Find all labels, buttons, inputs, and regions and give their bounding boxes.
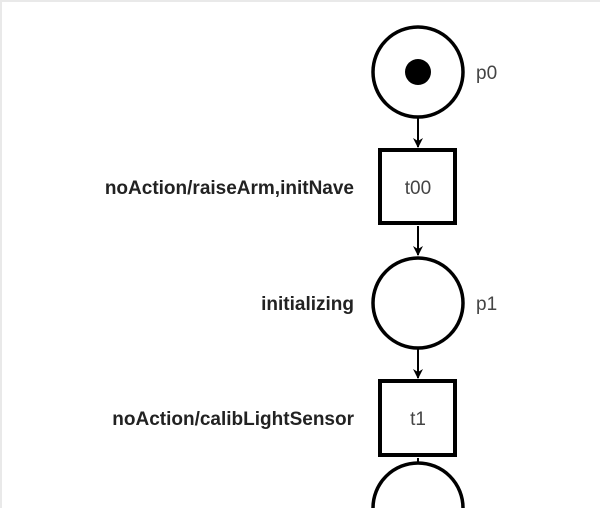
place-p0[interactable]: [371, 25, 465, 119]
transition-label-t1: noAction/calibLightSensor: [112, 409, 354, 430]
transition-t1[interactable]: [378, 379, 457, 457]
place-p1[interactable]: [371, 256, 465, 350]
place-label-p1: initializing: [261, 294, 354, 315]
transition-name-t00: t00: [405, 178, 431, 199]
place-name-p1: p1: [476, 294, 497, 315]
token: [405, 59, 431, 85]
transition-label-t00: noAction/raiseArm,initNave: [105, 178, 354, 199]
transition-t00[interactable]: [378, 148, 457, 225]
place-name-p0: p0: [476, 63, 497, 84]
place-p2[interactable]: [371, 461, 465, 508]
transition-name-t1: t1: [410, 409, 426, 430]
